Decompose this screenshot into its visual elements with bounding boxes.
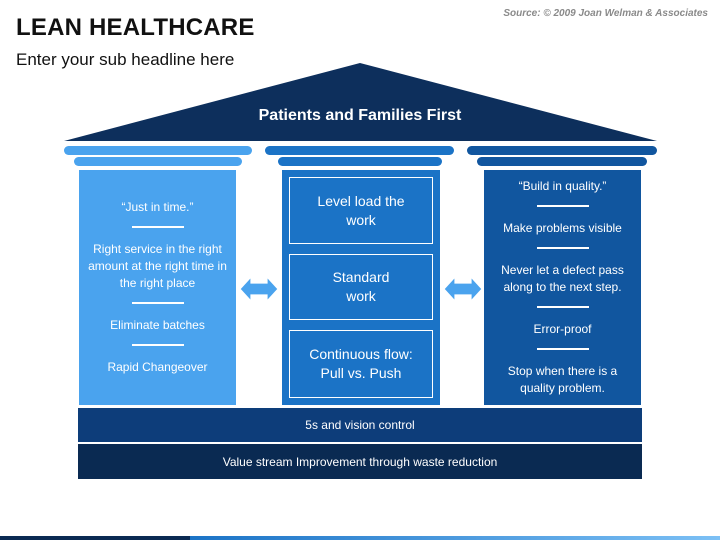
divider bbox=[131, 302, 184, 304]
double-arrow-icon bbox=[239, 275, 279, 303]
center-cap-bottom bbox=[278, 157, 442, 166]
divider bbox=[536, 205, 589, 207]
roof-shape bbox=[64, 63, 657, 141]
center-pillar: Level load the work Standard work Contin… bbox=[282, 170, 440, 405]
footer-strip-light bbox=[190, 536, 720, 540]
left-pillar-item: Rapid Changeover bbox=[107, 360, 208, 374]
left-pillar-item: Right service in the right amount at the… bbox=[88, 242, 227, 290]
footer-strip-dark bbox=[0, 536, 190, 540]
double-arrow-icon bbox=[443, 275, 483, 303]
center-box-label: Continuous flow: Pull vs. Push bbox=[309, 346, 413, 381]
divider bbox=[536, 348, 589, 350]
source-note: Source: © 2009 Joan Welman & Associates bbox=[503, 8, 708, 19]
left-pillar-heading: “Just in time.” bbox=[121, 200, 194, 214]
right-pillar-item: Error-proof bbox=[533, 322, 592, 336]
roof-label: Patients and Families First bbox=[258, 107, 462, 124]
right-cap-top bbox=[467, 146, 657, 155]
left-pillar: “Just in time.” Right service in the rig… bbox=[79, 170, 236, 405]
foundation-upper-label: 5s and vision control bbox=[305, 418, 415, 432]
center-box-continuous-flow: Continuous flow: Pull vs. Push bbox=[289, 330, 433, 398]
right-pillar-item: Stop when there is a quality problem. bbox=[507, 364, 618, 395]
divider bbox=[131, 226, 184, 228]
center-cap-top bbox=[265, 146, 454, 155]
foundation-upper: 5s and vision control bbox=[78, 408, 642, 442]
left-cap-top bbox=[64, 146, 252, 155]
page-subtitle: Enter your sub headline here bbox=[16, 50, 235, 69]
center-box-label: Level load the work bbox=[317, 192, 405, 228]
left-cap-bottom bbox=[74, 157, 242, 166]
page-title: LEAN HEALTHCARE bbox=[16, 14, 255, 41]
divider bbox=[536, 247, 589, 249]
right-pillar-heading: “Build in quality.” bbox=[518, 179, 607, 193]
center-box-standard-work: Standard work bbox=[289, 254, 433, 320]
divider bbox=[536, 306, 589, 308]
center-box-label: Standard work bbox=[332, 269, 390, 304]
right-pillar-item: Never let a defect pass along to the nex… bbox=[501, 263, 624, 294]
right-pillar-item: Make problems visible bbox=[503, 221, 622, 235]
foundation-lower: Value stream Improvement through waste r… bbox=[78, 444, 642, 479]
center-box-level-load: Level load the work bbox=[289, 177, 433, 244]
foundation-lower-label: Value stream Improvement through waste r… bbox=[222, 454, 498, 469]
right-cap-bottom bbox=[477, 157, 647, 166]
divider bbox=[131, 344, 184, 346]
left-pillar-item: Eliminate batches bbox=[110, 318, 205, 332]
right-pillar: “Build in quality.” Make problems visibl… bbox=[484, 170, 641, 405]
